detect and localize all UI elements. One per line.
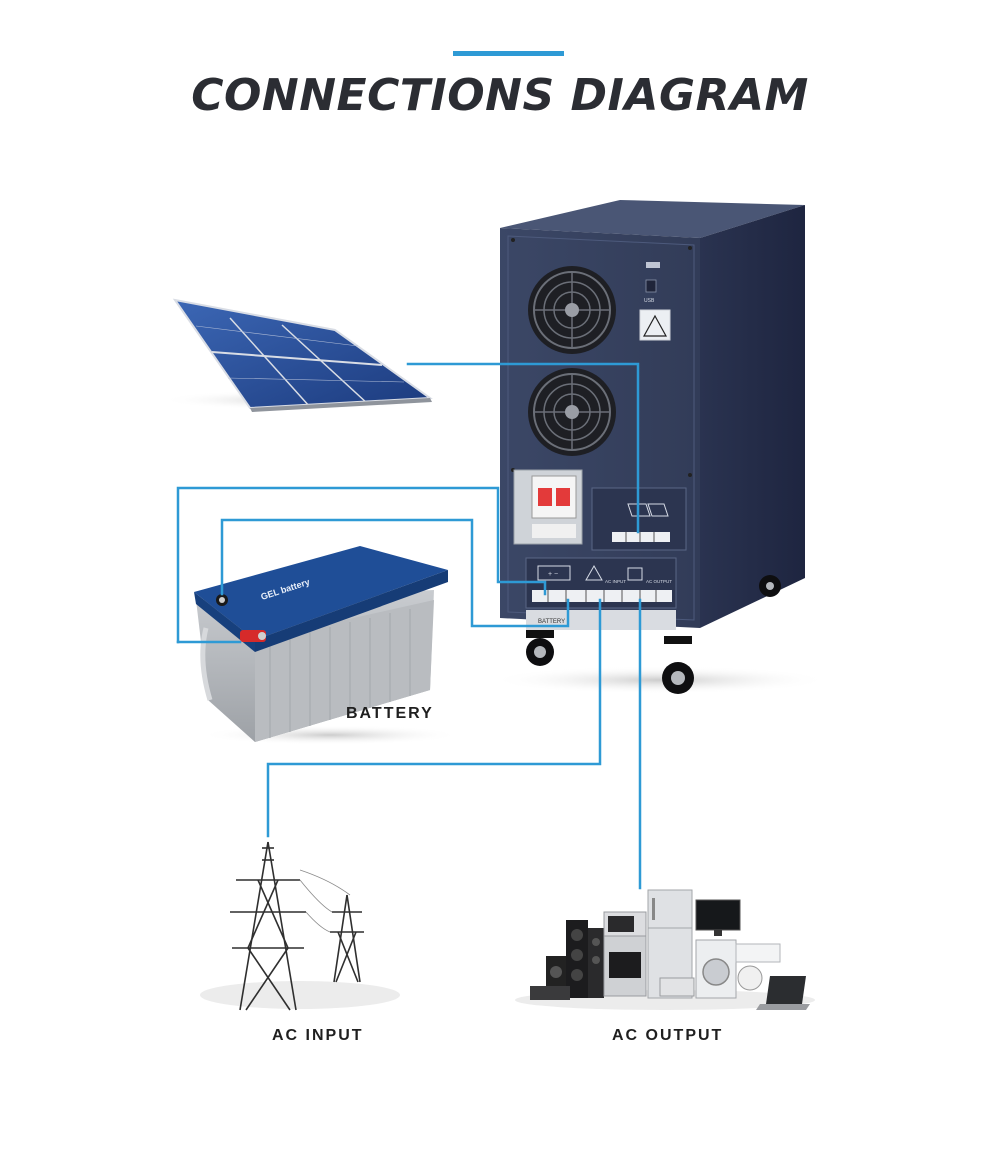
wire-solar-to-pv — [406, 362, 640, 534]
transmission-tower-icon — [200, 841, 400, 1011]
usb-port-icon — [645, 279, 657, 293]
caster-wheel-icon — [526, 630, 554, 666]
switch-icon — [646, 262, 660, 268]
battery-label: BATTERY — [346, 705, 434, 722]
wires — [176, 362, 642, 890]
wire-battery-loop-outer — [176, 486, 547, 644]
breaker-icon — [513, 469, 583, 545]
title-accent-bar — [453, 51, 564, 56]
home-appliances-icon — [515, 889, 815, 1010]
cooling-fan-icon — [528, 266, 616, 354]
wire-ac-input — [266, 598, 602, 838]
ac-input-label: AC INPUT — [272, 1027, 364, 1044]
panel-ac-output-label: AC OUTPUT — [646, 579, 672, 584]
warning-icon — [642, 314, 668, 337]
battery-icon: GEL battery — [194, 546, 460, 745]
caster-wheel-icon — [662, 636, 694, 694]
ac-output-label: AC OUTPUT — [612, 1027, 724, 1044]
page-title: CONNECTIONS DIAGRAM — [191, 70, 809, 121]
usb-label: USB — [644, 298, 655, 304]
inverter-icon: USB + − AC INPUT — [490, 200, 830, 694]
wire-battery-loop-inner — [220, 518, 570, 628]
caster-wheel-icon — [759, 575, 781, 597]
strip-battery-label: BATTERY — [538, 619, 565, 625]
battery-symbol: + − — [548, 571, 558, 578]
panel-ac-input-label: AC INPUT — [605, 579, 626, 584]
cooling-fan-icon — [528, 368, 616, 456]
solar-panel-icon — [160, 298, 440, 412]
